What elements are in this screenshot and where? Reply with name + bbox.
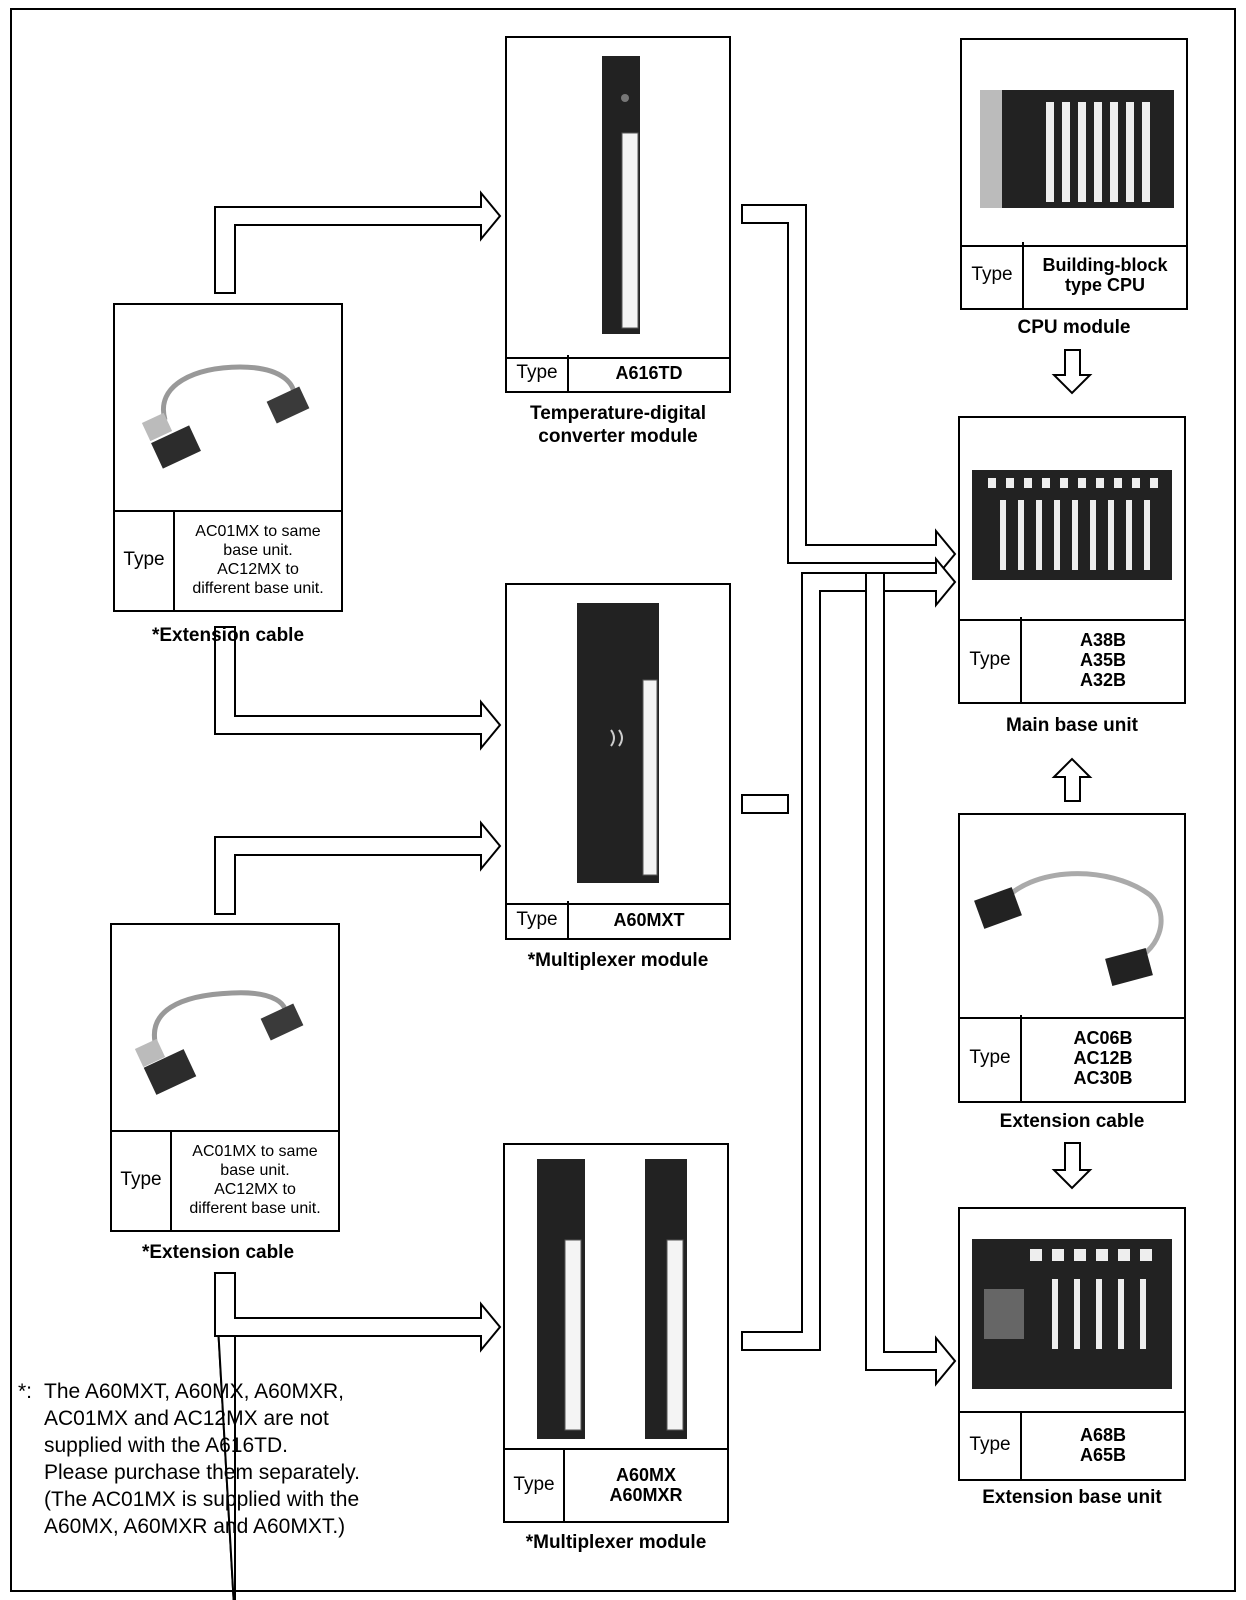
main-base-unit-type: A38B A35B A32B — [1079, 629, 1127, 690]
diagram-frame — [10, 8, 1236, 1592]
extension-cable-left-2-card: Type AC01MX to same base unit. AC12MX to… — [110, 923, 340, 1232]
type-label: Type — [960, 1015, 1022, 1101]
extension-cable-right-type: AC06B AC12B AC30B — [1073, 1028, 1133, 1088]
type-label: Type — [112, 1130, 172, 1230]
extension-cable-illustration — [974, 871, 1164, 986]
multiplexer-module-1-photo — [507, 585, 729, 905]
multiplexer-module-2-photo — [505, 1145, 727, 1450]
type-label: Type — [962, 242, 1024, 308]
type-label: Type — [960, 1411, 1022, 1479]
type-label: Type — [505, 1448, 565, 1521]
main-base-unit-card: Type A38B A35B A32B — [958, 416, 1186, 704]
type-label: Type — [507, 901, 569, 938]
extension-cable-left-2-photo — [112, 925, 338, 1132]
arrow-trunk-to-extension-base — [865, 572, 957, 1387]
cpu-module-photo — [962, 40, 1186, 247]
temperature-module-photo — [507, 38, 729, 359]
arrow-cable1-to-temp-module — [214, 190, 502, 294]
base-unit-illustration — [972, 470, 1172, 580]
cpu-illustration — [980, 90, 1174, 208]
temperature-module-type: A616TD — [615, 363, 683, 383]
multiplexer-module-2-type: A60MX A60MXR — [609, 1464, 683, 1505]
multiplexer-module-2-caption: *Multiplexer module — [525, 1532, 707, 1553]
multiplexer-module-1-card: Type A60MXT — [505, 583, 731, 940]
main-base-unit-photo — [960, 418, 1184, 621]
cpu-module-caption: CPU module — [1017, 317, 1131, 338]
extension-cable-left-2-caption: *Extension cable — [141, 1242, 295, 1263]
extension-base-unit-photo — [960, 1209, 1184, 1413]
extension-base-unit-caption: Extension base unit — [982, 1487, 1162, 1508]
extension-cable-left-1-type: AC01MX to same base unit. AC12MX to diff… — [192, 523, 324, 597]
extension-cable-right-photo — [960, 815, 1184, 1019]
arrow-modules-to-main-base — [741, 204, 957, 580]
arrow-ext-cable-to-main-base — [1051, 757, 1093, 802]
cpu-module-type: Building-block type CPU — [1042, 255, 1168, 295]
footnote: *: The A60MXT, A60MX, A60MXR, AC01MX and… — [18, 1378, 468, 1540]
arrow-cpu-to-main-base — [1051, 349, 1093, 395]
type-label: Type — [115, 510, 175, 610]
temperature-module-caption: Temperature-digital converter module — [530, 403, 706, 447]
arrow-modules-to-bases — [741, 556, 957, 1351]
multiplexer-module-2-card: Type A60MX A60MXR — [503, 1143, 729, 1523]
footnote-text: The A60MXT, A60MX, A60MXR, AC01MX and AC… — [44, 1380, 360, 1538]
arrow-ext-cable-to-ext-base — [1051, 1142, 1093, 1190]
footnote-marker: *: — [18, 1380, 33, 1403]
extension-cable-right-caption: Extension cable — [999, 1111, 1145, 1132]
extension-cable-left-1-card: Type AC01MX to same base unit. AC12MX to… — [113, 303, 343, 612]
extension-cable-left-1-caption: *Extension cable — [151, 625, 305, 646]
multiplexer-module-1-type: A60MXT — [613, 909, 685, 930]
extension-cable-illustration — [134, 990, 304, 1095]
extension-base-unit-card: Type A68B A65B — [958, 1207, 1186, 1481]
main-base-unit-caption: Main base unit — [1006, 715, 1138, 736]
cpu-module-card: Type Building-block type CPU — [960, 38, 1188, 310]
type-label: Type — [960, 617, 1022, 702]
arrow-cable1-to-mux-module-1 — [214, 626, 502, 751]
arrow-cable2-down — [214, 1272, 502, 1353]
arrow-mux-1-tap — [741, 794, 789, 814]
arrow-cable2-to-mux-module-1 — [214, 820, 502, 915]
module-illustration — [602, 56, 640, 334]
multiplexer-module-1-caption: *Multiplexer module — [527, 950, 709, 971]
type-label: Type — [507, 355, 569, 391]
extension-cable-left-1-photo — [115, 305, 341, 512]
module-illustration — [537, 1159, 687, 1439]
module-illustration — [577, 603, 659, 883]
temperature-module-card: Type A616TD — [505, 36, 731, 393]
extension-cable-right-card: Type AC06B AC12B AC30B — [958, 813, 1186, 1103]
extension-cable-illustration — [141, 364, 310, 469]
base-unit-illustration — [972, 1239, 1172, 1389]
extension-cable-left-2-type: AC01MX to same base unit. AC12MX to diff… — [189, 1143, 321, 1217]
extension-base-unit-type: A68B A65B — [1079, 1425, 1127, 1465]
